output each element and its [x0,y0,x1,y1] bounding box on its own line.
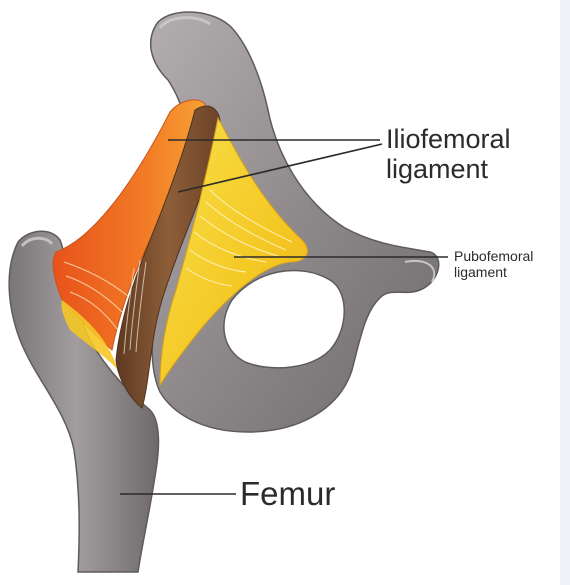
iliofemoral-leader-2 [177,143,383,193]
ligaments [52,99,308,409]
pubofemoral-label-line1: Pubofemoral [454,248,534,264]
page-edge-strip [560,0,570,585]
leader-lines [120,139,448,495]
pubofemoral-ligament [159,116,308,387]
iliofemoral-label: Iliofemoral ligament [386,124,511,184]
pubofemoral-label-line2: ligament [454,264,507,281]
pubofemoral-label: Pubofemoral ligament [454,248,533,280]
femur-label: Femur [240,475,336,512]
iliofemoral-label-line2: ligament [386,154,489,185]
iliofemoral-label-line1: Iliofemoral [386,124,511,154]
